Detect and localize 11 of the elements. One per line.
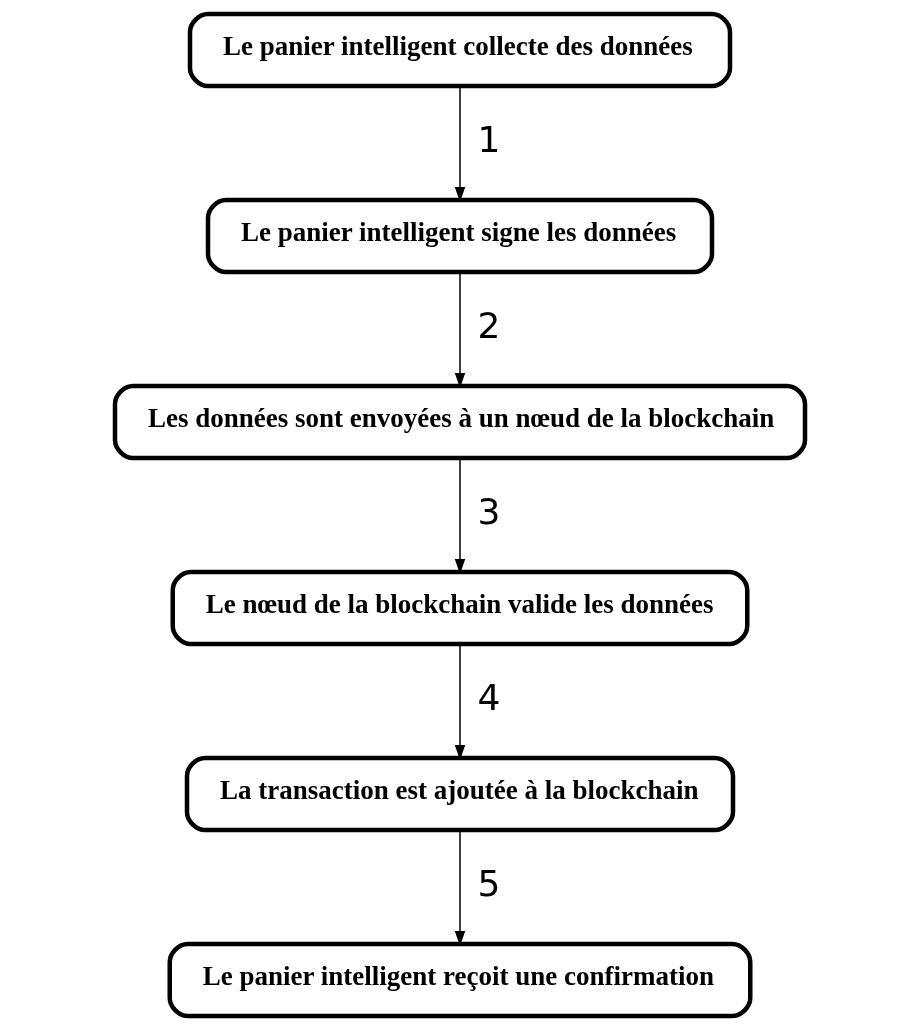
- node-box: Le panier intelligent collecte des données: [187, 11, 733, 89]
- edge-label: 5: [477, 863, 501, 905]
- node-box: Les données sont envoyées à un nœud de la blockchain: [112, 383, 808, 461]
- edge-label: 4: [477, 677, 501, 719]
- node-box: Le panier intelligent reçoit une confirmation: [167, 941, 753, 1019]
- node-box: Le nœud de la blockchain valide les données: [170, 569, 750, 647]
- node-box: Le panier intelligent signe les données: [205, 197, 715, 275]
- edge-label: 2: [477, 305, 501, 347]
- edge-label: 1: [477, 119, 501, 161]
- edge-label: 3: [477, 491, 501, 533]
- node-box: La transaction est ajoutée à la blockchain: [184, 755, 736, 833]
